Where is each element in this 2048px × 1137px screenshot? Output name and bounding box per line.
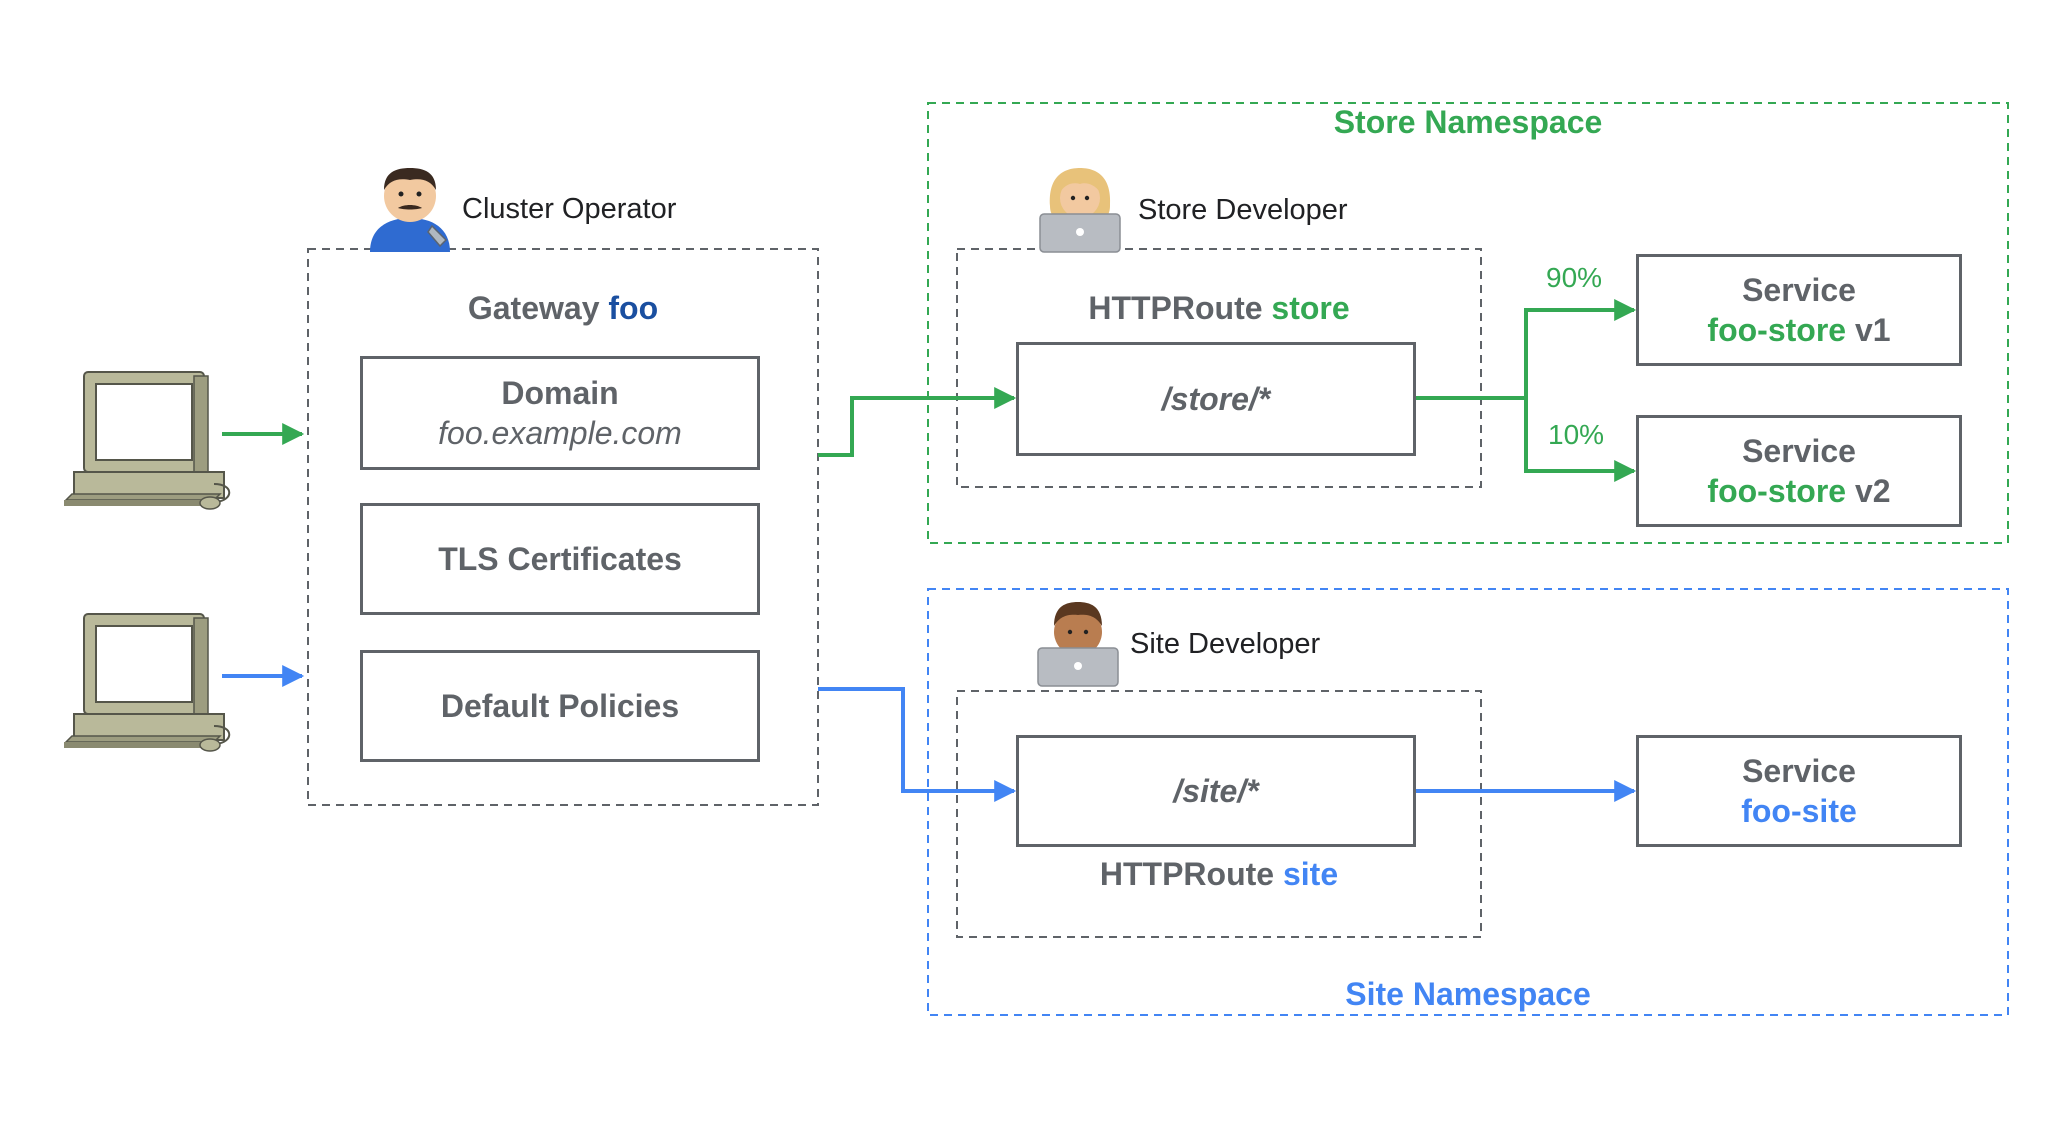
store-split-v1-arrow — [1524, 299, 1637, 398]
service-store-v1-version: v1 — [1854, 312, 1891, 348]
site-namespace-border — [927, 588, 2009, 1016]
service-store-v2-name-line: foo-store v2 — [1707, 471, 1890, 511]
service-site-label: Service — [1742, 753, 1856, 789]
service-store-v2-name: foo-store — [1707, 473, 1847, 509]
domain-box: Domain foo.example.com — [360, 356, 760, 470]
policies-label: Default Policies — [440, 688, 680, 724]
service-store-v2-box: Service foo-store v2 — [1636, 415, 1962, 527]
man-mechanic-icon — [370, 168, 450, 252]
tls-box: TLS Certificates — [360, 503, 760, 615]
gateway-title: Gateway foo — [308, 290, 818, 327]
store-route-border — [956, 248, 1482, 488]
gateway-to-site-arrow — [818, 687, 1017, 802]
site-route-name: site — [1282, 856, 1339, 892]
store-namespace-title: Store Namespace — [1333, 104, 1603, 140]
desktop-computer-icon — [64, 613, 231, 752]
site-path: /site/* — [1173, 772, 1259, 809]
site-developer-label: Site Developer — [1130, 628, 1321, 660]
gateway-name: foo — [608, 290, 659, 326]
store-path: /store/* — [1161, 380, 1271, 417]
store-split-v2-arrow — [1524, 398, 1637, 482]
service-store-v1-box: Service foo-store v1 — [1636, 254, 1962, 366]
service-store-v2-label: Service — [1742, 433, 1856, 469]
site-namespace-title: Site Namespace — [1345, 976, 1591, 1012]
domain-value: foo.example.com — [438, 415, 682, 451]
store-developer-label: Store Developer — [1138, 194, 1348, 226]
tls-label: TLS Certificates — [438, 541, 682, 577]
gateway-border — [307, 248, 819, 806]
store-route-title: HTTPRoute store — [957, 290, 1481, 327]
policies-box: Default Policies — [360, 650, 760, 762]
site-path-box: /site/* — [1016, 735, 1416, 847]
woman-technologist-icon — [1039, 168, 1121, 253]
desktop-computer-icon — [64, 371, 231, 510]
site-route-prefix: HTTPRoute — [1099, 856, 1275, 892]
gateway-to-store-arrow — [818, 387, 1017, 457]
store-route-name: store — [1271, 290, 1350, 326]
site-route-border — [956, 690, 1482, 938]
store-weight-v2: 10% — [1548, 419, 1605, 450]
cluster-operator-label: Cluster Operator — [462, 193, 677, 225]
domain-title: Domain — [501, 375, 619, 411]
store-namespace-border — [927, 102, 2009, 544]
service-site-name: foo-site — [1741, 793, 1857, 829]
site-route-title: HTTPRoute site — [957, 856, 1481, 893]
store-path-box: /store/* — [1016, 342, 1416, 456]
service-store-v1-label: Service — [1742, 272, 1856, 308]
man-technologist-icon — [1037, 602, 1119, 687]
service-store-v2-version: v2 — [1854, 473, 1891, 509]
gateway-prefix: Gateway — [467, 290, 600, 326]
service-store-v1-name: foo-store — [1707, 312, 1847, 348]
service-site-box: Service foo-site — [1636, 735, 1962, 847]
store-route-prefix: HTTPRoute — [1088, 290, 1263, 326]
store-weight-v1: 90% — [1546, 262, 1603, 293]
service-store-v1-name-line: foo-store v1 — [1707, 310, 1890, 350]
